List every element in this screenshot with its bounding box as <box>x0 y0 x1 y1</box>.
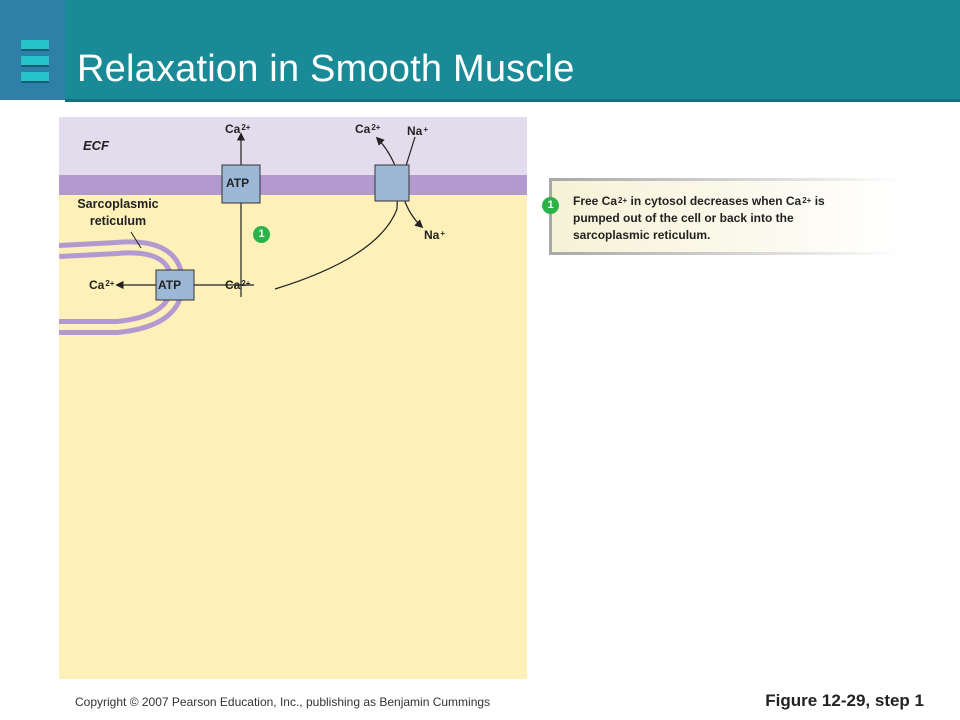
step-1-marker: 1 <box>253 226 270 243</box>
ecf-region <box>59 117 527 177</box>
sr-label-leader <box>130 231 142 249</box>
ca-ion-label-exchanger-ecf: Ca2+ <box>355 122 381 136</box>
sr-label-line2: reticulum <box>89 214 147 228</box>
logo-bar-icon <box>21 40 49 51</box>
title-bar <box>0 0 960 100</box>
ca-ion-label-cytosol: Ca2+ <box>225 278 251 292</box>
sarcoplasmic-reticulum-label: Sarcoplasmic reticulum <box>59 196 177 230</box>
na-ca-exchanger <box>374 164 410 202</box>
slide-logo <box>0 0 65 100</box>
slide-title: Relaxation in Smooth Muscle <box>77 48 575 90</box>
caption-text: Free Ca2+ in cytosol decreases when Ca2+… <box>573 194 825 242</box>
sr-label-line1: Sarcoplasmic <box>77 197 159 211</box>
na-ion-label-cytosol: Na+ <box>424 228 446 242</box>
exchanger-ca-path <box>274 136 399 290</box>
membrane-atp-label: ATP <box>226 176 250 190</box>
diagram-graphic <box>59 117 527 679</box>
ca-ion-label-pump-ecf: Ca2+ <box>225 122 251 136</box>
caption-bottom-rule <box>549 252 900 255</box>
relaxation-diagram: ECF Sarcoplasmic reticulum ATP ATP Ca2+ … <box>59 117 527 679</box>
caption-box <box>549 178 903 254</box>
cytosol-region <box>59 177 527 679</box>
caption-step-1-marker: 1 <box>542 197 559 214</box>
membrane-atp-pump <box>221 164 261 204</box>
ca-ion-label-sr: Ca2+ <box>89 278 115 292</box>
title-underline <box>65 99 960 102</box>
caption-top-rule <box>549 178 900 181</box>
logo-bar-icon <box>21 72 49 83</box>
cell-membrane <box>59 175 527 195</box>
sr-atp-label: ATP <box>158 278 182 292</box>
figure-label: Figure 12-29, step 1 <box>765 691 924 710</box>
logo-bar-icon <box>21 56 49 67</box>
sr-atp-pump <box>155 269 195 301</box>
na-ion-label-ecf: Na+ <box>407 124 429 138</box>
ecf-label: ECF <box>83 138 109 153</box>
copyright-notice: Copyright © 2007 Pearson Education, Inc.… <box>75 695 491 709</box>
